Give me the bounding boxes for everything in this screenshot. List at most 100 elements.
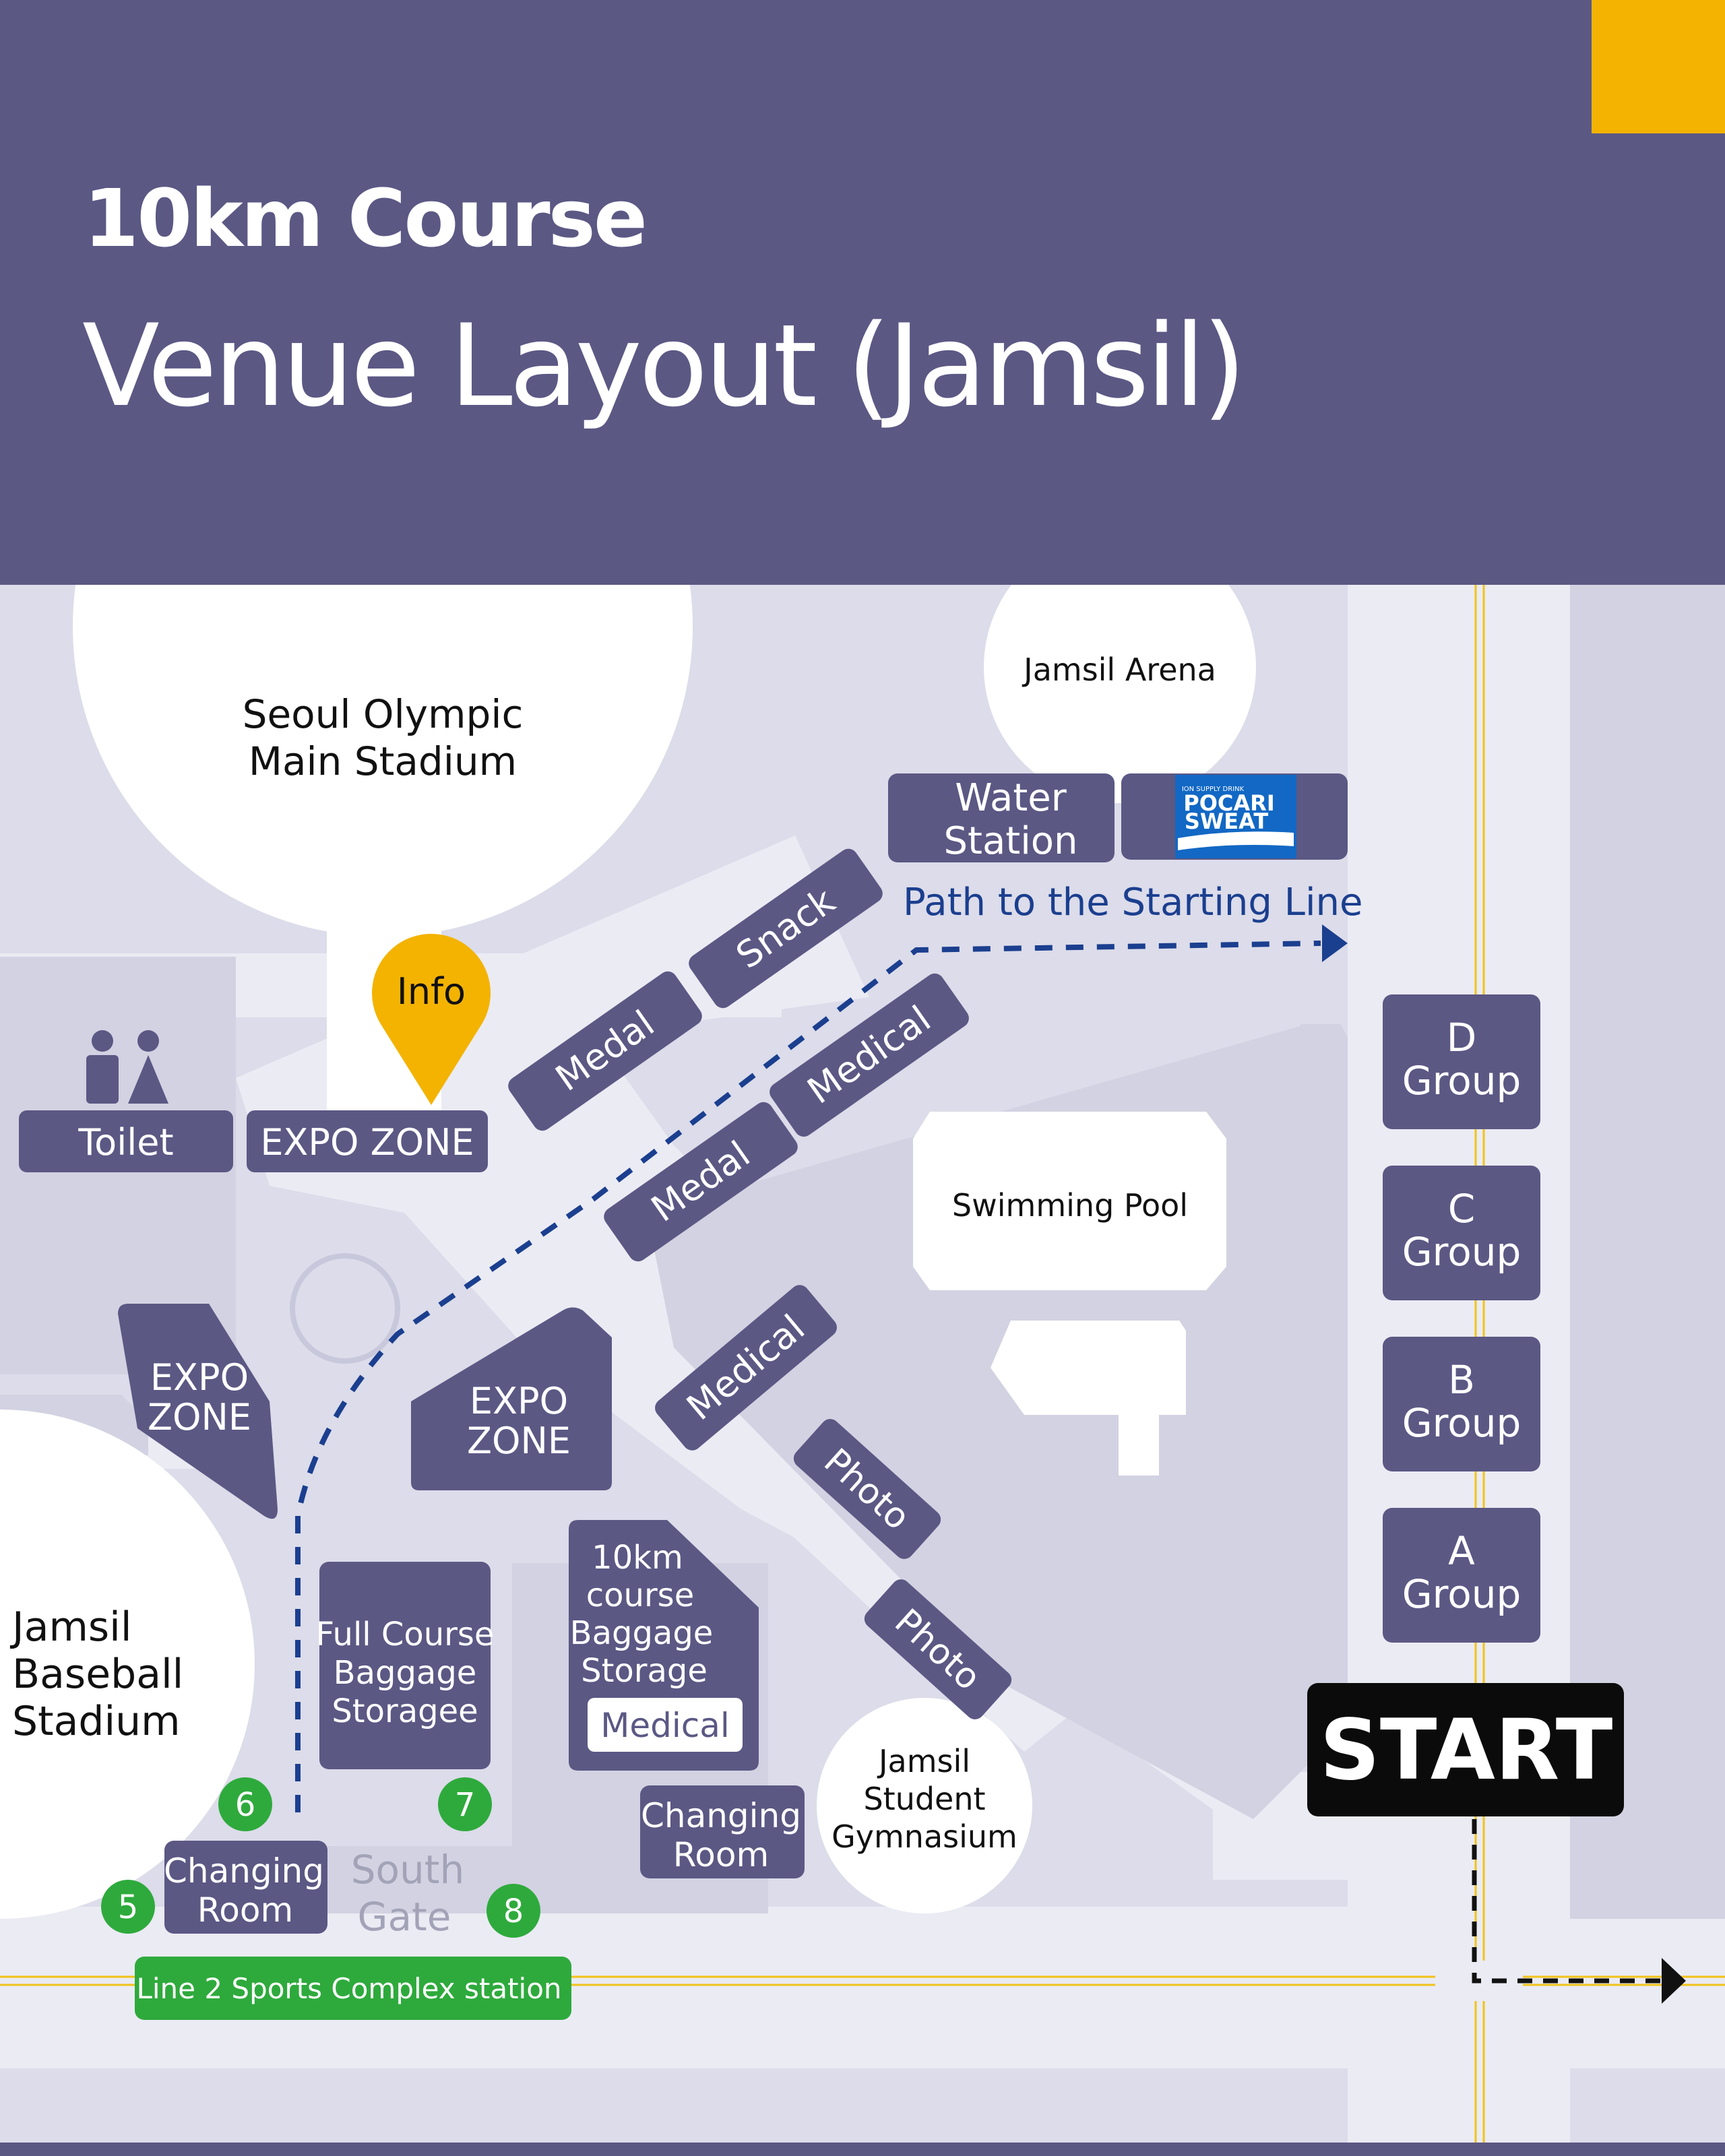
baseball-label-2: Baseball: [12, 1651, 183, 1698]
page-subtitle: 10km Course: [84, 172, 648, 265]
station-bar: [135, 1957, 571, 2020]
exit-6-label: 6: [235, 1786, 256, 1824]
toilet-box: [19, 1110, 233, 1172]
tenk-baggage-label-4: Storage: [581, 1652, 708, 1690]
pocari-sweat-logo: ION SUPPLY DRINK POCARI SWEAT: [1175, 775, 1296, 858]
start-path: [1472, 1819, 1686, 2004]
landmark-shapes: [0, 585, 1256, 1919]
route-arrow-icon: [1322, 924, 1348, 962]
header-banner: 10km Course Venue Layout (Jamsil): [0, 0, 1725, 585]
pool-label: Swimming Pool: [952, 1187, 1188, 1224]
route-path: [295, 924, 1348, 1812]
baseball-label-3: Stadium: [12, 1698, 181, 1745]
path-label: Path to the Starting Line: [903, 881, 1362, 924]
expo-zone-left-label: EXPO: [150, 1356, 249, 1399]
expo-zone-center-label-2: ZONE: [467, 1420, 571, 1462]
exit-7: 7: [438, 1777, 492, 1831]
exit-6: 6: [218, 1777, 272, 1831]
changing-room-right-label-2: Room: [673, 1835, 769, 1874]
svg-text:SWEAT: SWEAT: [1185, 808, 1268, 834]
south-gate-label-2: Gate: [358, 1894, 451, 1940]
exit-5: 5: [101, 1880, 155, 1934]
accent-square: [1592, 0, 1725, 133]
group-a-word: Group: [1402, 1571, 1522, 1617]
page-title: Venue Layout (Jamsil): [82, 300, 1247, 432]
start-label: START: [1320, 1702, 1613, 1799]
main-stadium-label: Seoul Olympic: [243, 691, 524, 737]
circle-marker: [290, 1253, 400, 1364]
water-station-box: [888, 773, 1115, 862]
full-baggage-label-2: Baggage: [334, 1654, 477, 1692]
svg-text:ION SUPPLY DRINK: ION SUPPLY DRINK: [1182, 786, 1245, 793]
baseball-label: Jamsil: [9, 1604, 132, 1651]
group-a-letter: A: [1448, 1528, 1475, 1574]
changing-room-right-label: Changing: [641, 1796, 801, 1835]
south-gate-label: South: [351, 1847, 465, 1893]
full-baggage-label-3: Storagee: [332, 1692, 478, 1730]
exit-5-label: 5: [118, 1889, 139, 1926]
expo-zone-left: [118, 1304, 278, 1519]
changing-room-left-label: Changing: [164, 1851, 324, 1891]
gym-label-3: Gymnasium: [832, 1818, 1017, 1855]
expo-zone-left-label-2: ZONE: [148, 1396, 251, 1438]
changing-room-left: [164, 1841, 327, 1934]
exit-8: 8: [487, 1884, 540, 1938]
medal-box-1: Medal: [508, 971, 702, 1131]
group-b-word: Group: [1402, 1400, 1522, 1446]
group-d-word: Group: [1402, 1058, 1522, 1104]
station-label: Line 2 Sports Complex station: [136, 1972, 561, 2005]
tenk-baggage-label-3: Baggage: [570, 1614, 714, 1652]
changing-room-left-label-2: Room: [197, 1891, 293, 1930]
gym-label-2: Student: [863, 1781, 985, 1817]
expo-zone-top-label: EXPO ZONE: [260, 1121, 474, 1164]
full-baggage-label: Full Course: [316, 1616, 495, 1653]
water-station-label: Water: [955, 776, 1067, 820]
group-c-letter: C: [1448, 1186, 1476, 1232]
gym-label: Jamsil: [877, 1743, 970, 1779]
tenk-baggage-label: 10km: [592, 1539, 683, 1577]
photo-box-1: Photo: [793, 1419, 941, 1559]
start-box: [1307, 1683, 1624, 1816]
exit-7-label: 7: [455, 1786, 476, 1824]
arena-label: Jamsil Arena: [1022, 652, 1216, 688]
toilet-label: Toilet: [77, 1121, 173, 1164]
full-baggage-box: [319, 1562, 491, 1769]
expo-zone-center-label: EXPO: [470, 1380, 568, 1422]
water-station-label-2: Station: [943, 819, 1077, 863]
expo-zone-center: [411, 1307, 612, 1490]
toilet-icon: [86, 1030, 168, 1104]
tenk-baggage-label-2: course: [586, 1577, 694, 1614]
main-stadium-label-2: Main Stadium: [249, 738, 517, 784]
group-b-letter: B: [1448, 1357, 1475, 1403]
medical-badge-label: Medical: [600, 1706, 730, 1745]
svg-text:POCARI: POCARI: [1183, 790, 1274, 816]
changing-room-right: [640, 1785, 805, 1878]
group-c-word: Group: [1402, 1229, 1522, 1275]
group-d-letter: D: [1447, 1015, 1477, 1060]
exit-8-label: 8: [503, 1893, 524, 1930]
info-pin-icon: [372, 933, 491, 1105]
start-arrow-icon: [1662, 1958, 1686, 2004]
medical-badge: [588, 1698, 743, 1752]
expo-zone-top: [247, 1110, 488, 1172]
